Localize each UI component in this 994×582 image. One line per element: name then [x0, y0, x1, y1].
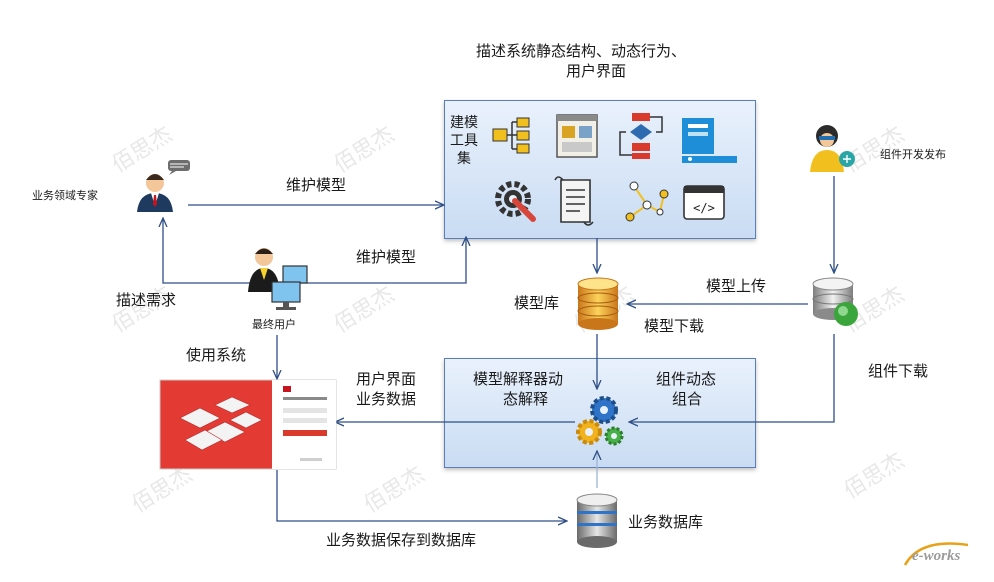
- describe-requirements-label: 描述需求: [116, 291, 177, 309]
- model-repository-label: 模型库: [514, 294, 560, 312]
- domain-expert-avatar: [137, 160, 190, 212]
- ui-label-line2: 业务数据: [356, 390, 417, 408]
- component-server-db: [812, 277, 858, 326]
- arrow-maintain-model-2: [300, 238, 466, 284]
- modeling-tools-label-1: 建模: [450, 115, 478, 131]
- model-upload-label: 模型上传: [706, 277, 767, 295]
- save-data-label: 业务数据保存到数据库: [326, 531, 477, 549]
- interpreter-label-1: 模型解释器动: [473, 370, 564, 388]
- eworks-logo-text: e-works: [912, 548, 961, 564]
- ui-label-line1: 用户界面: [356, 370, 417, 388]
- scroll-document-icon: [554, 176, 594, 226]
- code-window-icon: </>: [683, 185, 725, 220]
- application-screenshot: [159, 379, 337, 470]
- modeling-tools-label-3: 集: [457, 151, 471, 167]
- business-db-label: 业务数据库: [628, 513, 704, 531]
- modeling-tools-label-2: 工具: [450, 133, 478, 149]
- eworks-logo: [903, 542, 969, 566]
- flowchart-icon: [619, 113, 663, 159]
- component-compose-label-1: 组件动态: [656, 370, 717, 388]
- component-compose-label-2: 组合: [672, 390, 703, 408]
- window-layout-icon: [556, 114, 598, 158]
- network-nodes-icon: [625, 181, 669, 222]
- use-system-label: 使用系统: [186, 346, 247, 364]
- hierarchy-icon: [492, 117, 530, 154]
- model-repository-db: [577, 277, 619, 330]
- arrow-describe-requirements: [163, 219, 255, 284]
- diagram-title-line2: 用户界面: [566, 62, 627, 80]
- end-user-label: 最终用户: [252, 318, 296, 331]
- component-download-label: 组件下载: [868, 362, 929, 380]
- component-developer-avatar: [810, 125, 855, 172]
- gears-icon: [576, 396, 624, 446]
- interpreter-label-2: 态解释: [503, 390, 549, 408]
- arrow-component-download: [630, 334, 835, 422]
- dashboard-icon: [682, 118, 737, 163]
- business-database: [576, 493, 618, 548]
- maintain-model-label-2: 维护模型: [356, 248, 417, 266]
- model-download-label: 模型下载: [644, 317, 705, 335]
- diagram-title-line1: 描述系统静态结构、动态行为、: [476, 42, 687, 60]
- interpreter-panel: [444, 358, 756, 468]
- arrow-save-data: [276, 470, 566, 521]
- component-developer-label: 组件开发发布: [880, 148, 946, 161]
- maintain-model-label-1: 维护模型: [286, 176, 347, 194]
- gear-wrench-icon: [495, 181, 536, 222]
- end-user-avatar: [248, 248, 308, 310]
- domain-expert-label: 业务领域专家: [32, 189, 98, 202]
- svg-text:</>: </>: [693, 201, 715, 215]
